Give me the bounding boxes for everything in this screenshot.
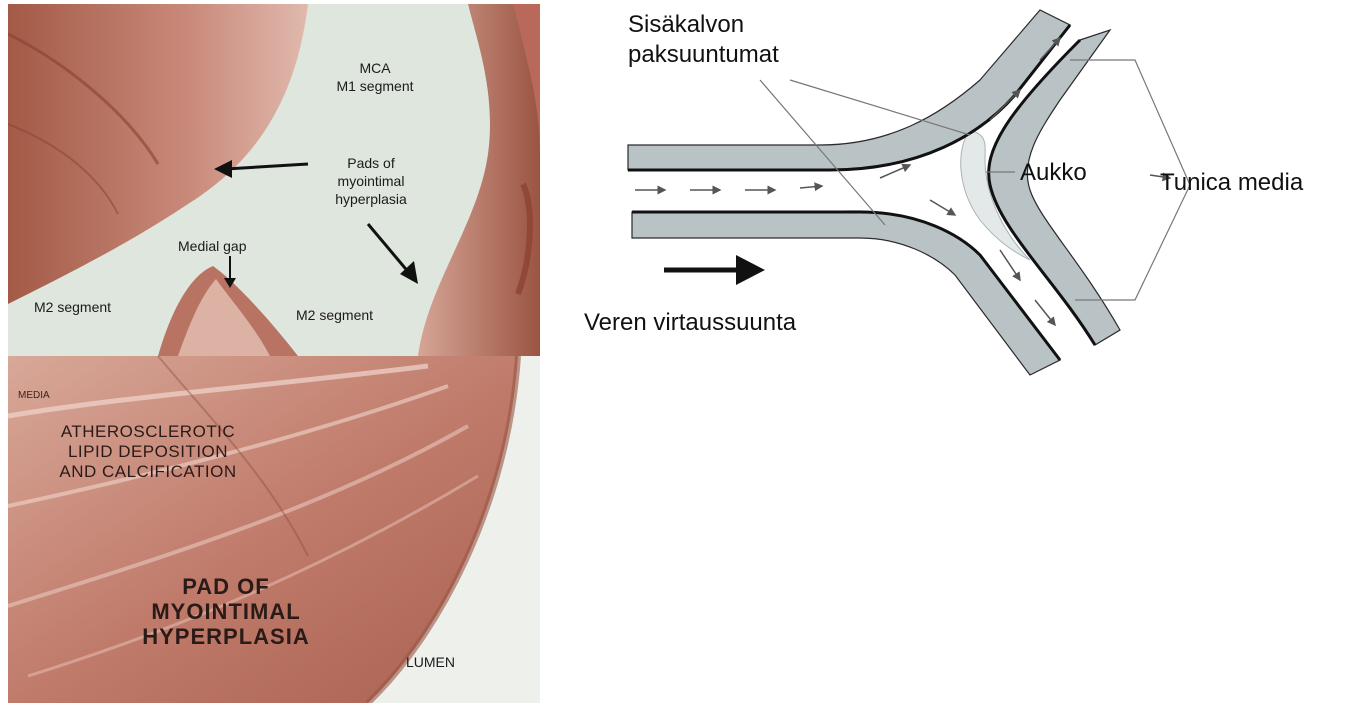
histology-photo-top: MCA M1 segment Pads of myointimal hyperp… (8, 4, 540, 356)
label-intima-line1: Sisäkalvon (628, 10, 744, 40)
label-intima-line2: paksuuntumat (628, 40, 779, 70)
label-athero-line1: ATHEROSCLEROTIC (38, 422, 258, 442)
label-athero-line2: LIPID DEPOSITION (38, 442, 258, 462)
label-pads-line1: Pads of (316, 155, 426, 172)
label-mca: MCA (330, 60, 420, 77)
label-athero-line3: AND CALCIFICATION (38, 462, 258, 482)
label-m2-segment-right: M2 segment (296, 307, 373, 324)
label-pad-line1: PAD OF (126, 574, 326, 600)
label-flow-direction: Veren virtaussuunta (584, 308, 796, 338)
histology-bottom-artwork (8, 356, 540, 703)
label-aukko: Aukko (1020, 158, 1087, 188)
label-media: MEDIA (18, 390, 50, 402)
arrow-to-right-pad (368, 224, 410, 274)
label-pads-line2: myointimal (316, 173, 426, 190)
label-m2-segment-left: M2 segment (34, 299, 111, 316)
arrow-to-left-pad (226, 164, 308, 169)
label-tunica-media: Tunica media (1160, 168, 1303, 198)
label-medial-gap: Medial gap (178, 238, 247, 255)
histology-photo-bottom: MEDIA ATHEROSCLEROTIC LIPID DEPOSITION A… (8, 356, 540, 703)
label-pad-line2: MYOINTIMAL (116, 599, 336, 625)
label-pad-line3: HYPERPLASIA (116, 624, 336, 650)
label-pads-line3: hyperplasia (316, 191, 426, 208)
label-lumen: LUMEN (406, 654, 455, 671)
bifurcation-diagram: Sisäkalvon paksuuntumat Aukko Tunica med… (560, 0, 1368, 400)
label-m1-segment: M1 segment (310, 78, 440, 95)
